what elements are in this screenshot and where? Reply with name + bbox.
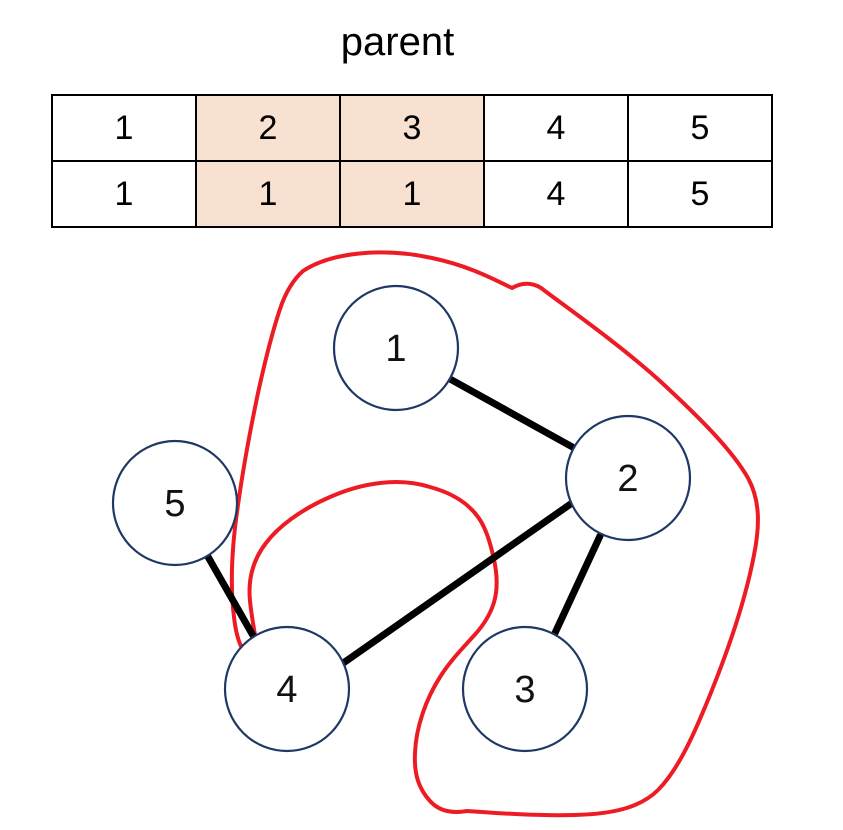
index-cell-4: 4 (483, 94, 629, 162)
edge-5-4 (203, 551, 259, 643)
connected-component-outline (229, 250, 760, 818)
edge-2-4 (335, 499, 576, 670)
table-row: 1 1 1 4 5 (51, 160, 773, 228)
parent-cell-5: 5 (627, 160, 773, 228)
graph-node-2[interactable]: 2 (564, 414, 692, 542)
index-cell-2: 2 (195, 94, 341, 162)
page-title: parent (340, 20, 455, 64)
node-4-label: 4 (276, 669, 297, 711)
node-2-circle[interactable] (564, 414, 692, 542)
index-cell-3: 3 (339, 94, 485, 162)
node-5-circle[interactable] (111, 439, 239, 567)
node-4-circle[interactable] (223, 625, 351, 753)
table-body: 1 2 3 4 5 1 1 1 4 5 (51, 94, 773, 228)
edge-2-3 (551, 532, 604, 637)
node-1-circle[interactable] (332, 284, 460, 412)
index-cell-1: 1 (51, 94, 197, 162)
parent-cell-4: 4 (483, 160, 629, 228)
edge-1-2 (446, 375, 580, 453)
node-3-label: 3 (514, 669, 535, 711)
parent-cell-2: 1 (195, 160, 341, 228)
node-1-label: 1 (385, 328, 406, 370)
node-2-label: 2 (617, 458, 638, 500)
graph-node-5[interactable]: 5 (111, 439, 239, 567)
graph-node-3[interactable]: 3 (461, 625, 589, 753)
node-5-label: 5 (164, 483, 185, 525)
parent-array-table: 1 2 3 4 5 1 1 1 4 5 (51, 94, 773, 228)
index-cell-5: 5 (627, 94, 773, 162)
graph-diagram: 1 2 3 4 5 (111, 250, 760, 818)
graph-node-4[interactable]: 4 (223, 625, 351, 753)
parent-cell-3: 1 (339, 160, 485, 228)
parent-cell-1: 1 (51, 160, 197, 228)
node-3-circle[interactable] (461, 625, 589, 753)
table-row: 1 2 3 4 5 (51, 94, 773, 162)
graph-node-1[interactable]: 1 (332, 284, 460, 412)
